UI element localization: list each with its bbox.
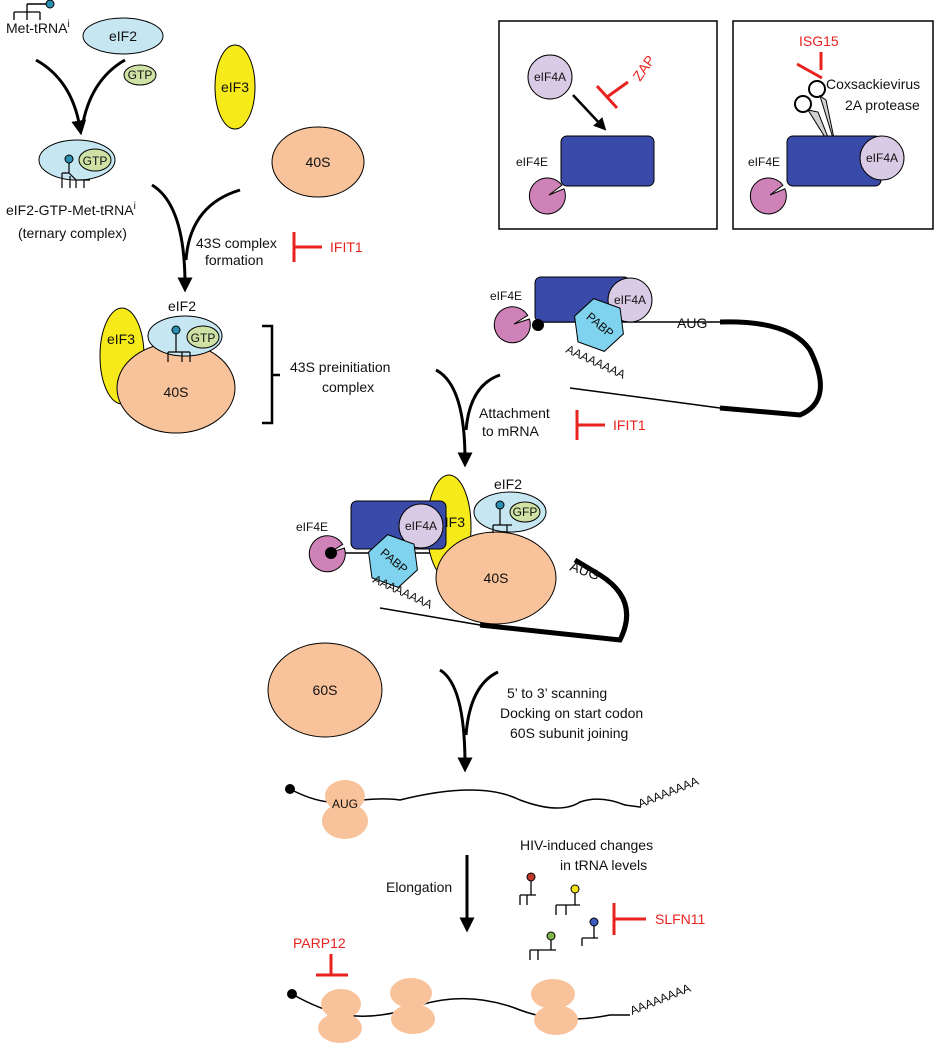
svg-text:IFIT1: IFIT1 bbox=[330, 239, 363, 255]
parp12-inhibitor: PARP12 bbox=[293, 935, 348, 977]
scanning-arrow bbox=[439, 668, 473, 773]
ternary-label: eIF2-GTP-Met-tRNAi bbox=[6, 201, 136, 218]
svg-text:AAAAAAAA: AAAAAAAA bbox=[636, 774, 701, 811]
eif3-free: eIF3 bbox=[214, 44, 256, 130]
scan-label-3: 60S subunit joining bbox=[510, 725, 628, 741]
svg-text:60S: 60S bbox=[313, 682, 338, 698]
svg-text:eIF3: eIF3 bbox=[221, 79, 249, 95]
svg-text:AUG: AUG bbox=[677, 315, 707, 331]
svg-text:eIF4E: eIF4E bbox=[490, 289, 522, 303]
mrna-closed-loop-upper: eIF4A PABP AAAAAAAA AUG eIF4E bbox=[490, 276, 823, 418]
gtp-free: GTP bbox=[123, 64, 157, 86]
svg-text:eIF4A: eIF4A bbox=[866, 151, 898, 165]
svg-text:eIF4E: eIF4E bbox=[296, 520, 328, 534]
svg-text:GTP: GTP bbox=[83, 154, 108, 168]
svg-text:AAAAAAAA: AAAAAAAA bbox=[628, 981, 693, 1018]
isg15-box bbox=[732, 20, 934, 230]
attach-label-2: to mRNA bbox=[482, 423, 539, 439]
zap-panel: eIF4A eIF4E ZAP bbox=[516, 52, 658, 215]
trna-yellow bbox=[555, 884, 580, 915]
hiv-label-1: HIV-induced changes bbox=[520, 837, 653, 853]
svg-text:GTP: GTP bbox=[128, 68, 153, 82]
formation-label: 43S complex bbox=[196, 235, 277, 251]
attachment-arrow bbox=[435, 368, 473, 468]
trna-green bbox=[529, 931, 556, 960]
svg-text:40S: 40S bbox=[164, 384, 189, 400]
eif2-free: eIF2 bbox=[82, 17, 164, 55]
ribosome-60s: 60S bbox=[267, 642, 383, 738]
hiv-label-2: in tRNA levels bbox=[560, 857, 647, 873]
svg-text:GTP: GTP bbox=[191, 331, 216, 345]
formation-label-2: formation bbox=[205, 252, 263, 268]
preinit-bracket bbox=[262, 324, 280, 425]
attach-label: Attachment bbox=[479, 405, 550, 421]
scan-label-1: 5’ to 3’ scanning bbox=[507, 685, 607, 701]
ribosome-80s-on-mrna: AUG AAAAAAAA bbox=[285, 774, 700, 839]
merge-arrow bbox=[35, 58, 87, 136]
preinit-label: 43S preinitiation bbox=[290, 359, 390, 375]
svg-text:IFIT1: IFIT1 bbox=[613, 417, 646, 433]
met-trna-initiator: Met-tRNAi bbox=[6, 0, 70, 36]
svg-text:40S: 40S bbox=[484, 570, 509, 586]
scan-label-2: Docking on start codon bbox=[500, 705, 643, 721]
svg-text:40S: 40S bbox=[306, 154, 331, 170]
svg-text:Coxsackievirus: Coxsackievirus bbox=[826, 76, 920, 92]
ternary-label-2: (ternary complex) bbox=[18, 225, 127, 241]
trna-blue bbox=[581, 917, 599, 946]
ifit1-inhibitor-a: IFIT1 bbox=[292, 232, 363, 262]
svg-text:GFP: GFP bbox=[513, 505, 538, 519]
preinitiation-complex-43s: eIF3 40S GTP bbox=[99, 307, 236, 434]
svg-text:eIF4A: eIF4A bbox=[614, 293, 646, 307]
formation-arrow bbox=[151, 183, 193, 293]
svg-text:eIF2: eIF2 bbox=[109, 28, 137, 44]
preinit-eif2-label: eIF2 bbox=[168, 298, 196, 314]
svg-text:eIF4A: eIF4A bbox=[534, 70, 566, 84]
zap-box bbox=[498, 20, 718, 230]
ribosome-40s-free: 40S bbox=[271, 126, 365, 198]
polysome: AAAAAAAA bbox=[287, 978, 692, 1043]
svg-text:ISG15: ISG15 bbox=[799, 33, 839, 49]
scanning-eif2-label: eIF2 bbox=[494, 476, 522, 492]
trna-red bbox=[519, 872, 536, 905]
scanning-complex-48s: eIF3 eIF4A 40S GFP PABP AAAAAAAA AUG eIF… bbox=[296, 474, 630, 643]
svg-text:PARP12: PARP12 bbox=[293, 935, 346, 951]
svg-text:eIF3: eIF3 bbox=[107, 331, 135, 347]
svg-text:AUG: AUG bbox=[332, 797, 358, 811]
svg-text:eIF4A: eIF4A bbox=[405, 519, 437, 533]
preinit-label-2: complex bbox=[322, 379, 374, 395]
svg-text:eIF4E: eIF4E bbox=[516, 155, 548, 169]
elongation-label: Elongation bbox=[386, 879, 452, 895]
svg-text:ZAP: ZAP bbox=[629, 52, 658, 83]
ifit1-inhibitor-b: IFIT1 bbox=[575, 410, 646, 440]
svg-text:AUG: AUG bbox=[568, 558, 602, 583]
met-trna-label: Met-tRNAi bbox=[6, 19, 70, 36]
svg-text:eIF4E: eIF4E bbox=[748, 155, 780, 169]
svg-text:SLFN11: SLFN11 bbox=[655, 911, 706, 927]
ternary-complex: GTP bbox=[38, 139, 116, 188]
svg-text:2A protease: 2A protease bbox=[845, 97, 920, 113]
isg15-panel: ISG15 Coxsackievirus 2A protease eIF4A e… bbox=[748, 33, 920, 215]
slfn11-inhibitor: SLFN11 bbox=[612, 903, 706, 935]
